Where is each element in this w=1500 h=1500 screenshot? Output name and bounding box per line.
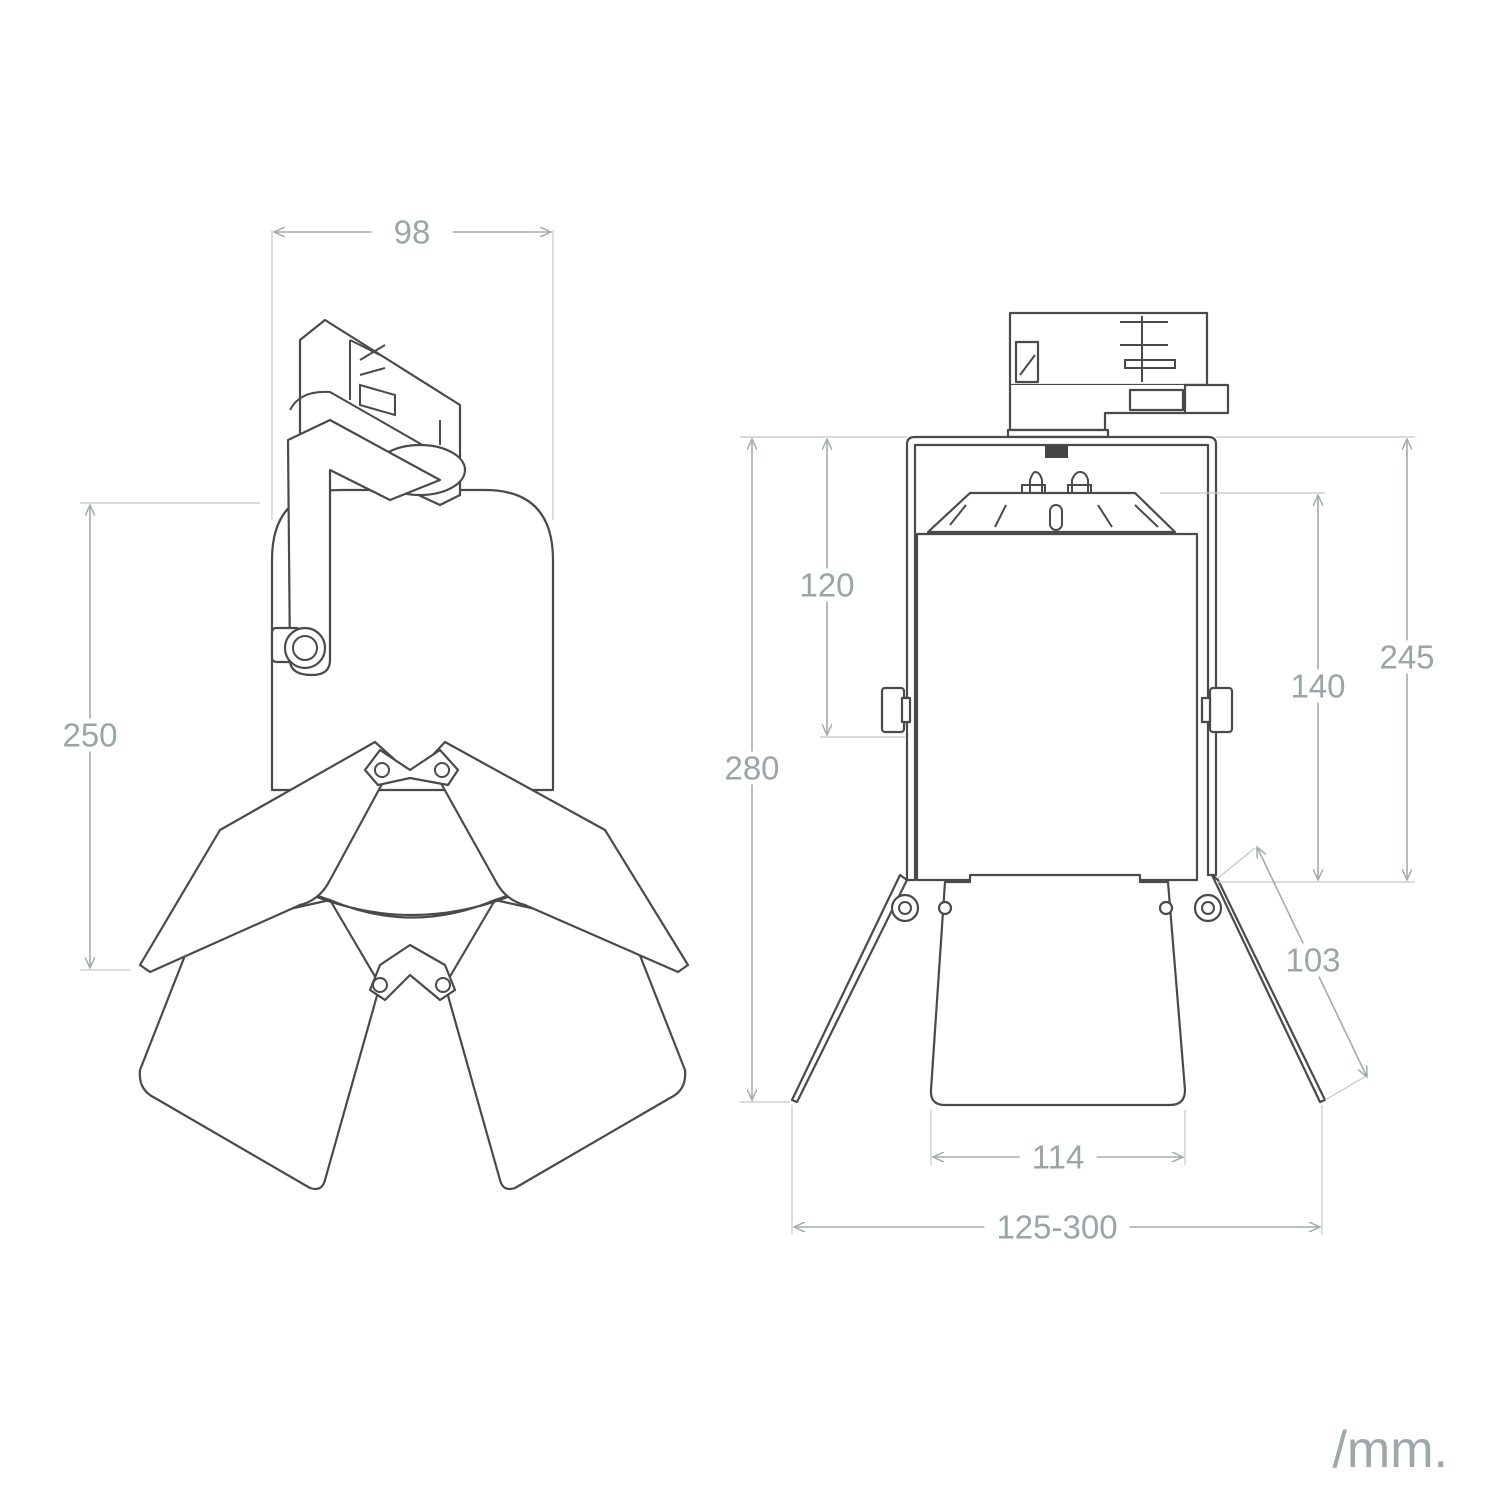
knob-right-icon [1200, 686, 1234, 734]
track-adapter-front [1008, 311, 1209, 387]
knob-icon [270, 626, 327, 670]
dimension-height-250: 250 [58, 718, 122, 752]
dimension-height-280: 280 [720, 751, 784, 785]
side-flap-right [1210, 873, 1327, 1104]
front-flap [929, 873, 1187, 1107]
side-flap-left [790, 873, 909, 1104]
cylinder-body [270, 488, 555, 792]
knob-left-icon [880, 686, 912, 734]
dimension-height-245: 245 [1375, 640, 1439, 674]
right-fixture-front-view [790, 311, 1327, 1107]
dimension-flap-103: 103 [1281, 943, 1345, 977]
body [915, 532, 1199, 882]
dimension-width-98: 98 [371, 215, 453, 249]
barn-door-lower-left [138, 898, 382, 1191]
dimension-width-114: 114 [1019, 1140, 1097, 1174]
dimension-width-125-300: 125-300 [984, 1210, 1130, 1244]
unit-label: /mm. [1332, 1421, 1448, 1479]
left-fixture-side-view [138, 318, 690, 1191]
barn-door-upper-left [138, 740, 397, 974]
hinge-upper [363, 748, 460, 787]
dimension-height-120: 120 [795, 568, 859, 602]
hinge-lower [368, 943, 457, 1002]
dimension-height-140: 140 [1286, 669, 1350, 703]
barn-door-lower-right [443, 898, 687, 1191]
heatsink [926, 491, 1177, 534]
